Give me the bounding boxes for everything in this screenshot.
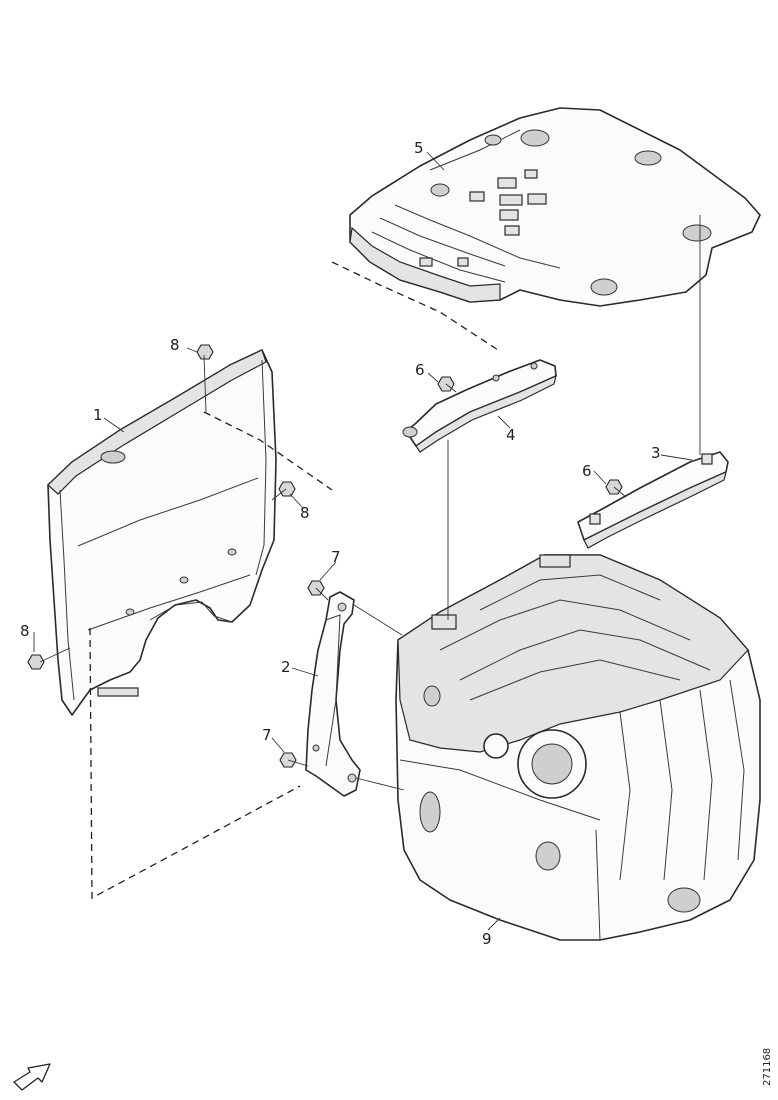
assembly-lines <box>39 215 701 900</box>
callout-7-upper: 7 <box>331 548 341 566</box>
callout-6-lower: 6 <box>582 462 592 480</box>
bracket-2 <box>305 591 361 797</box>
nut-8-left <box>27 654 45 670</box>
callout-6-upper: 6 <box>415 361 425 379</box>
heat-shield-1 <box>47 349 277 716</box>
callout-8-top: 8 <box>170 336 180 354</box>
callout-3: 3 <box>651 444 661 462</box>
callout-2: 2 <box>281 658 291 676</box>
shield-plate-5 <box>349 107 761 307</box>
silencer-body-9 <box>395 554 761 941</box>
direction-arrow-icon <box>13 1063 51 1091</box>
nut-8-top <box>196 344 214 360</box>
callout-8-left: 8 <box>20 622 30 640</box>
callout-labels: 1 2 3 4 5 6 6 7 7 8 8 8 9 <box>20 139 661 948</box>
callout-4: 4 <box>506 426 516 444</box>
callout-8-right: 8 <box>300 504 310 522</box>
callout-7-lower: 7 <box>262 726 272 744</box>
callout-9: 9 <box>482 930 492 948</box>
nut-8-right <box>278 481 296 497</box>
callout-5: 5 <box>414 139 424 157</box>
rail-4 <box>402 359 557 453</box>
callout-leaders <box>33 151 693 931</box>
rail-3 <box>577 451 729 549</box>
callout-1: 1 <box>93 406 103 424</box>
reference-code: 271168 <box>762 1048 773 1086</box>
